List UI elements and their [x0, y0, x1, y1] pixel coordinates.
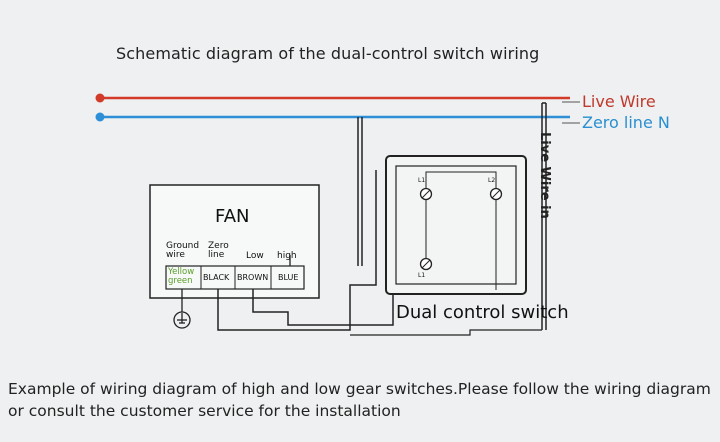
switch-terminal-label-l2-top: L2	[488, 177, 496, 184]
live-wire-label: Live Wire	[582, 92, 656, 111]
high-label: high	[277, 251, 297, 261]
zero-label-1: Zero	[208, 241, 229, 251]
live-wire-in-label: Live Wire in	[537, 132, 552, 219]
switch-terminal-label-l1-top: L1	[418, 177, 426, 184]
black-wire	[217, 170, 377, 331]
diagram-title: Schematic diagram of the dual-control sw…	[116, 44, 540, 63]
ground-label-1: Ground	[166, 241, 200, 251]
terminal-brown: BROWN	[237, 273, 269, 282]
zero-label-2: line	[208, 250, 225, 260]
ground-label-2: wire	[166, 250, 185, 260]
zero-line-label: Zero line N	[582, 113, 670, 132]
terminal-blue: BLUE	[278, 273, 299, 282]
dual-switch-outer	[385, 155, 527, 295]
low-label: Low	[246, 251, 264, 261]
footer-note: Example of wiring diagram of high and lo…	[8, 380, 711, 420]
live-in-to-switch	[350, 329, 542, 336]
terminal-yellow-green-2: green	[168, 276, 193, 286]
dual-switch-inner	[395, 165, 517, 285]
brown-wire	[252, 289, 394, 326]
live-wire-end-dot	[95, 93, 105, 103]
switch-terminal-label-l1-bottom: L1	[418, 272, 426, 279]
zero-wire-end-dot	[95, 112, 105, 122]
terminal-black: BLACK	[203, 273, 230, 282]
dual-control-switch-label: Dual control switch	[396, 302, 569, 323]
terminal-yellow-green-1: Yellow	[168, 267, 195, 277]
switch-internal-1	[425, 171, 497, 188]
fan-title: FAN	[215, 206, 250, 227]
